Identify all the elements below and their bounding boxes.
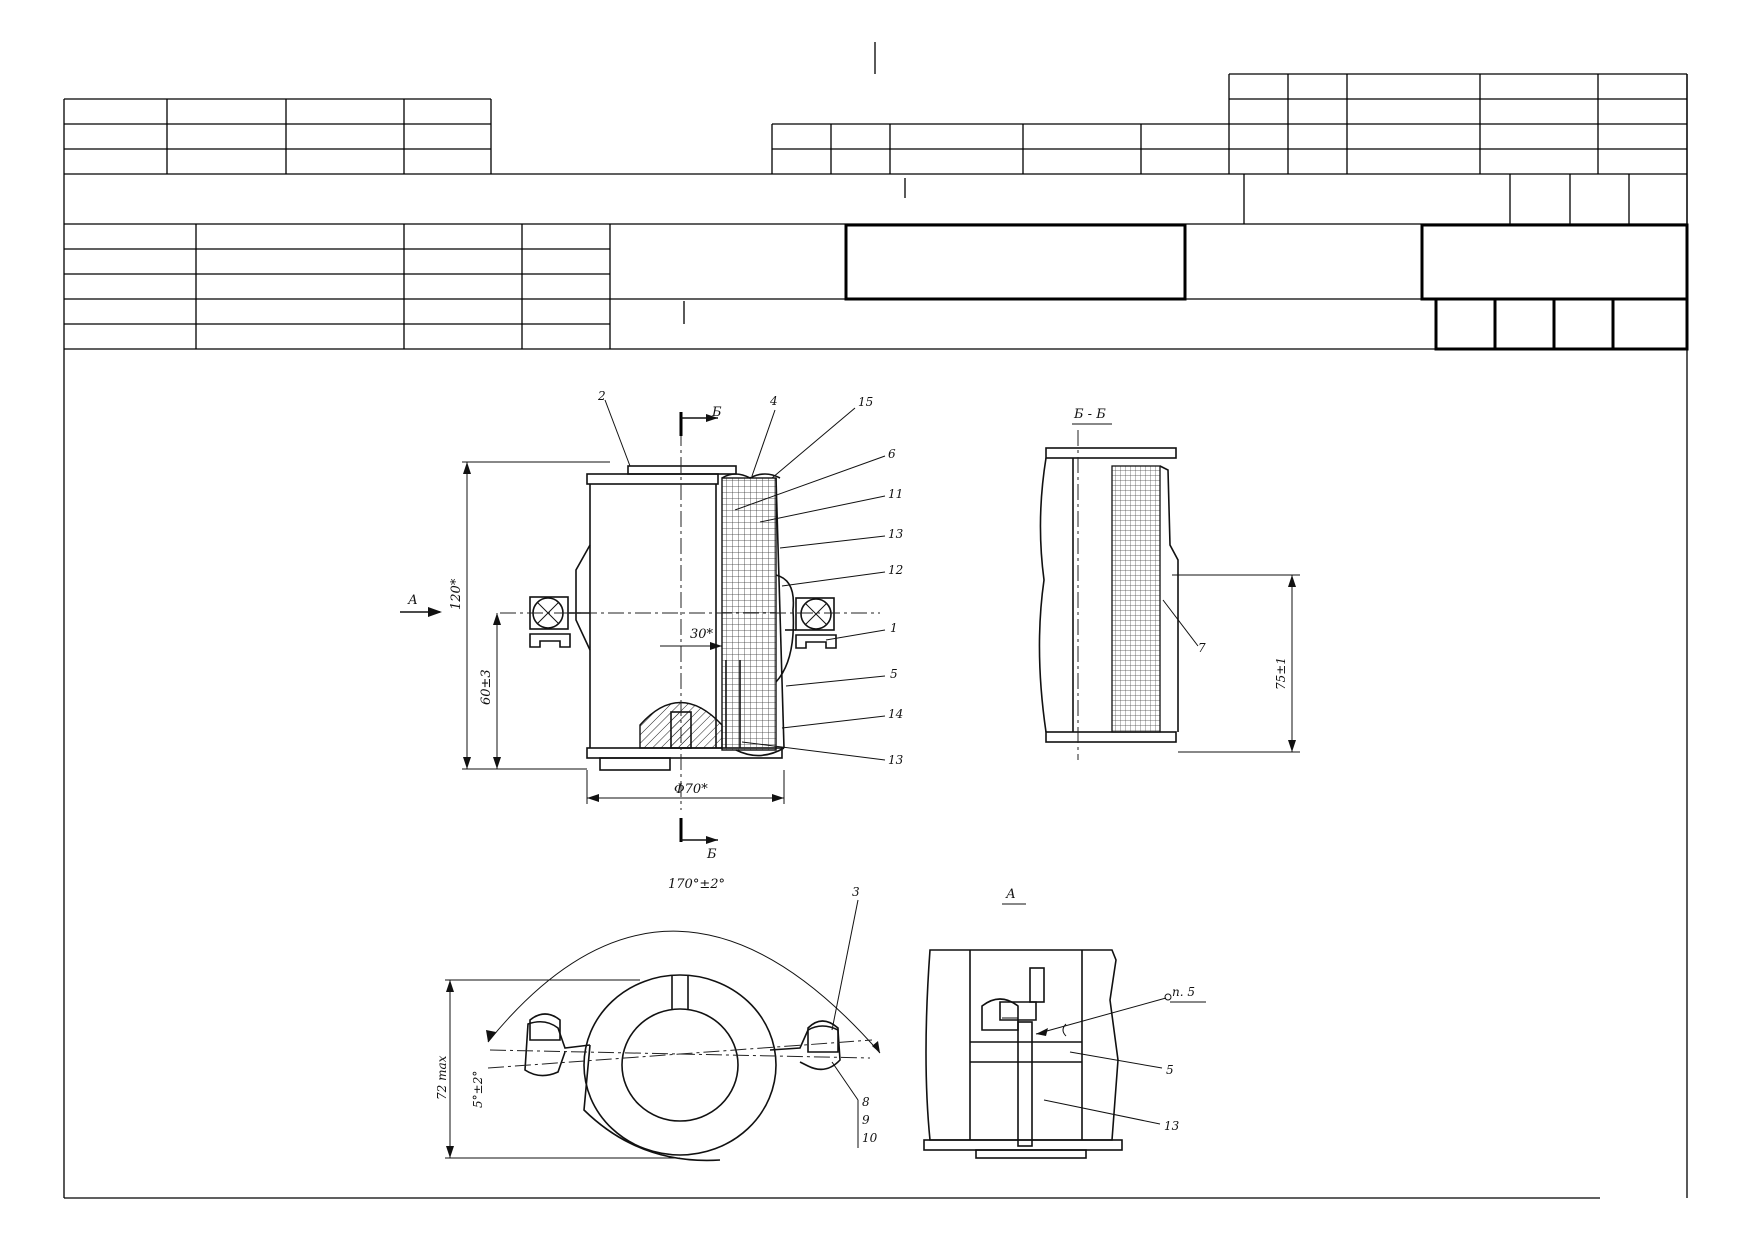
dim-tilt: 5°±2° [471,1071,485,1108]
dim-diameter: Φ70* [674,782,708,797]
top-view: 170°±2° 72 max 5°±2° 3 8 9 10 [435,877,881,1162]
callout-4: 4 [769,394,778,408]
callout-11: 11 [888,487,903,501]
left-upper-table [63,98,492,174]
dim-side-height: 75±1 [1274,657,1288,690]
callout-2: 2 [597,389,606,403]
callout-5: 5 [890,667,898,681]
section-mark-bottom: Б [706,847,717,862]
callout-9: 9 [862,1113,870,1127]
callout-15: 15 [858,395,873,409]
callout-14: 14 [888,707,903,721]
lower-block [63,74,1689,1199]
view-title: А [1005,887,1016,902]
dim-max-height: 72 max [435,1055,449,1100]
dim-angle: 170°±2° [668,877,725,892]
view-arrow-label: А [407,593,418,608]
callout-13a: 13 [888,527,904,541]
callout-7: 7 [1198,641,1206,655]
dim-height: 120* [449,578,464,610]
section-title: Б - Б [1073,407,1106,422]
title-block [63,42,1689,1199]
callout-5-view-a: 5 [1166,1063,1174,1077]
section-mark-top: Б [711,405,722,420]
callout-1: 1 [890,621,898,635]
note-ref: п. 5 [1172,985,1195,999]
callout-13b: 13 [888,753,904,767]
view-a: А п. 5 5 13 [923,887,1206,1159]
dim-offset: 30* [690,627,714,642]
callout-12: 12 [888,563,903,577]
callout-3: 3 [852,885,860,899]
main-section-view: Б Б А 120* 60±3 Φ70* 30* 2 4 1 [400,389,904,862]
callout-6: 6 [888,447,896,461]
callouts-main: 2 4 15 6 11 13 12 1 5 14 13 [597,389,904,767]
dim-axis-height: 60±3 [479,669,494,705]
callout-13-view-a: 13 [1164,1119,1180,1133]
callout-8: 8 [862,1095,870,1109]
section-b-b-view: Б - Б 75±1 7 [1038,407,1300,760]
callout-10: 10 [862,1131,878,1145]
right-upper-table [771,73,1688,174]
middle-band [63,173,1688,225]
